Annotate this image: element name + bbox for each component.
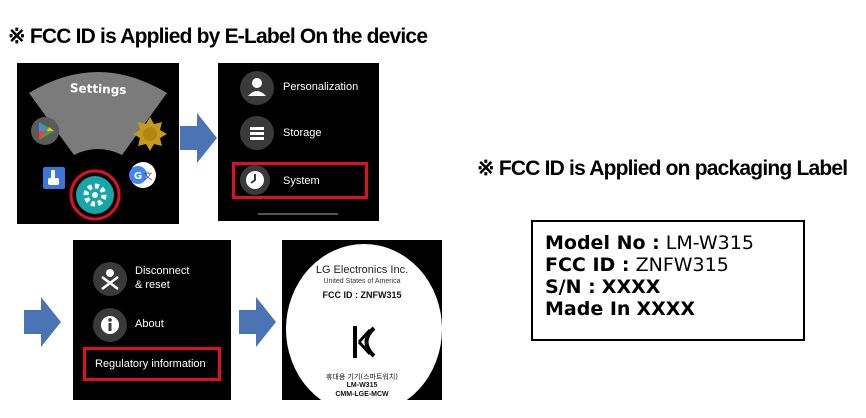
svg-text:G: G bbox=[134, 171, 142, 182]
menu-item-personalization[interactable]: Personalization bbox=[283, 81, 359, 93]
sn-value: XXXX bbox=[601, 276, 661, 298]
model-key: Model No : bbox=[545, 232, 660, 254]
fcc-key: FCC ID : bbox=[545, 254, 630, 276]
settings-fan bbox=[29, 72, 167, 155]
scroll-hint bbox=[258, 213, 338, 215]
gear-sunburst-icon[interactable] bbox=[133, 117, 167, 151]
regulatory-highlight[interactable] bbox=[83, 347, 221, 381]
sn-key: S/N : bbox=[545, 276, 596, 298]
made-in-key: Made In bbox=[545, 298, 631, 320]
system-menu-panel: Disconnect & reset About Regulatory info… bbox=[73, 240, 231, 400]
menu-item-about[interactable]: About bbox=[135, 318, 164, 330]
fcc-value: ZNFW315 bbox=[635, 254, 729, 276]
packaging-heading: ※ FCC ID is Applied on packaging Label bbox=[477, 157, 848, 180]
model-value: LM-W315 bbox=[665, 232, 754, 254]
disconnect-icon bbox=[93, 262, 127, 296]
model-line: Model No : LM-W315 bbox=[545, 232, 803, 254]
menu-item-system[interactable]: System bbox=[283, 175, 320, 187]
watch-launcher-panel: Settings bbox=[17, 63, 179, 224]
touch-hand-icon[interactable] bbox=[43, 167, 65, 189]
fcc-id-text: FCC ID : ZNFW315 bbox=[322, 290, 402, 300]
company-name: LG Electronics Inc. bbox=[315, 264, 409, 276]
regulatory-label-panel: LG Electronics Inc. United States of Ame… bbox=[282, 240, 442, 400]
cert-text: CMM-LGE-MCW bbox=[335, 391, 389, 398]
svg-text:文: 文 bbox=[143, 170, 152, 182]
launcher-graphic: Settings bbox=[29, 72, 167, 221]
watch-face bbox=[286, 244, 442, 400]
menu-item-regulatory[interactable]: Regulatory information bbox=[95, 358, 206, 370]
menu-item-storage[interactable]: Storage bbox=[283, 127, 322, 139]
device-heading: ※ FCC ID is Applied by E-Label On the de… bbox=[8, 25, 428, 48]
clock-icon bbox=[240, 165, 270, 195]
disconnect-line2: & reset bbox=[135, 279, 170, 291]
settings-gear-icon[interactable] bbox=[69, 169, 121, 221]
settings-label: Settings bbox=[70, 81, 127, 97]
menu-item-disconnect[interactable]: Disconnect & reset bbox=[135, 264, 189, 292]
disconnect-line1: Disconnect bbox=[135, 265, 190, 277]
fcc-line: FCC ID : ZNFW315 bbox=[545, 254, 803, 276]
kc-mark-icon bbox=[350, 324, 378, 360]
translate-icon[interactable]: G 文 bbox=[129, 162, 156, 188]
play-store-icon[interactable] bbox=[31, 117, 59, 145]
list-icon bbox=[240, 116, 274, 150]
arrow-right-icon bbox=[239, 297, 276, 347]
product-type-text: 휴대용 기기(스마트워치) bbox=[325, 373, 399, 381]
arrow-right-icon bbox=[24, 297, 61, 347]
packaging-label-box: Model No : LM-W315 FCC ID : ZNFW315 S/N … bbox=[531, 220, 805, 341]
arrow-right-icon bbox=[180, 113, 217, 163]
info-icon bbox=[93, 308, 127, 342]
sn-line: S/N : XXXX bbox=[545, 276, 803, 298]
country-text: United States of America bbox=[323, 278, 401, 285]
made-in-value: XXXX bbox=[636, 298, 696, 320]
person-icon bbox=[240, 71, 274, 105]
made-in-line: Made In XXXX bbox=[545, 298, 803, 320]
settings-list-panel: Personalization Storage System bbox=[218, 63, 379, 221]
model-text: LM-W315 bbox=[346, 382, 378, 389]
system-highlight[interactable] bbox=[232, 162, 368, 199]
